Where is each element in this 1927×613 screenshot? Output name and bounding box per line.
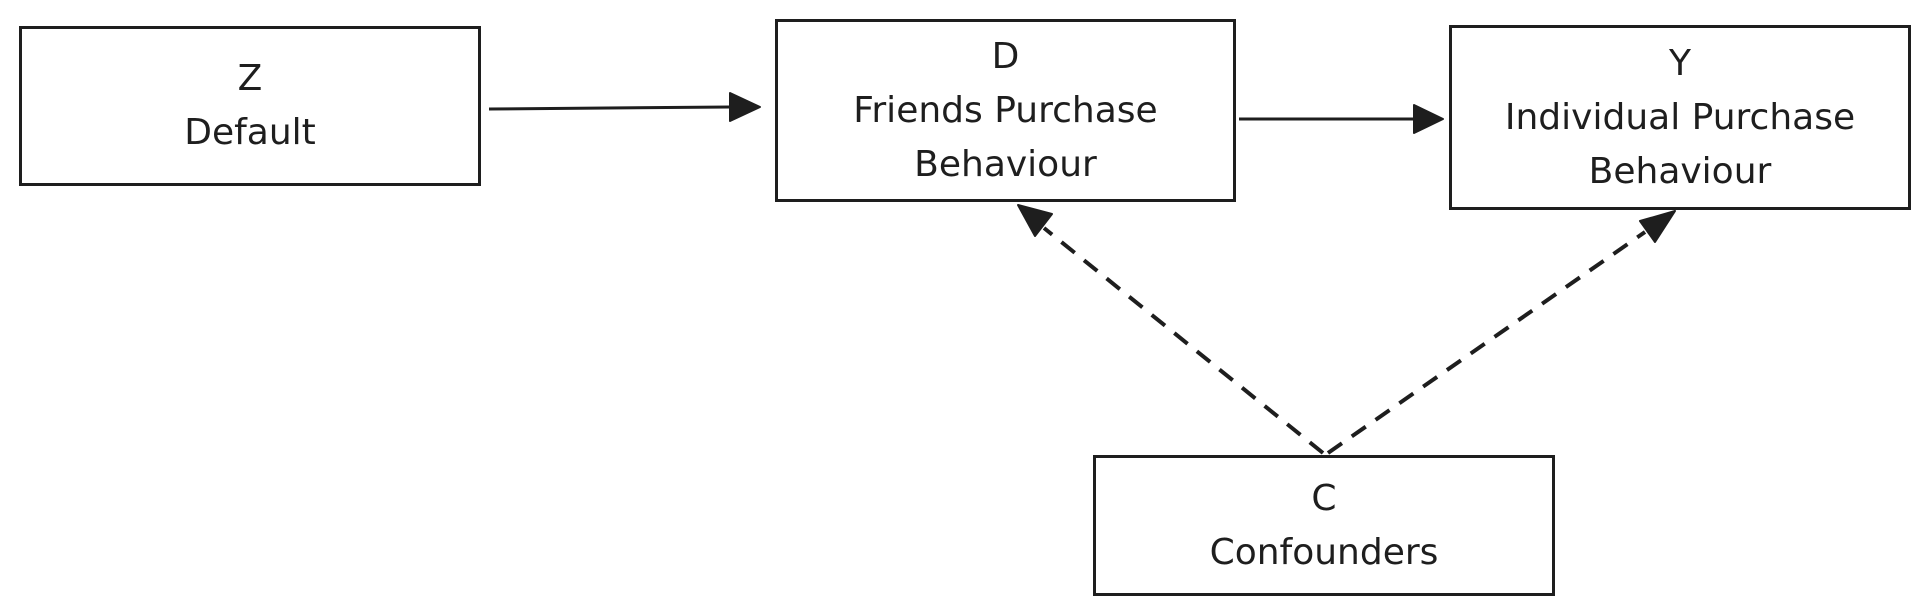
- node-z-label: Default: [184, 112, 316, 153]
- node-d-symbol: D: [991, 35, 1020, 77]
- node-c-label: Confounders: [1209, 531, 1439, 573]
- node-y-symbol: Y: [1669, 42, 1691, 84]
- edge-z-to-d: [488, 92, 761, 122]
- node-z-default: Z Default: [19, 26, 481, 186]
- node-d-friends-purchase-behaviour: D Friends Purchase Behaviour: [775, 19, 1236, 202]
- node-d-label: Friends Purchase Behaviour: [853, 89, 1158, 185]
- arrowhead-c-to-d: [1017, 204, 1053, 237]
- node-c-confounders: C Confounders: [1093, 455, 1555, 596]
- edge-c-to-d: [1017, 204, 1325, 455]
- edge-d-to-y: [1239, 104, 1444, 134]
- arrowhead-z-to-d: [729, 92, 761, 122]
- arrowhead-d-to-y: [1413, 104, 1444, 134]
- node-y-label: Individual Purchase Behaviour: [1504, 96, 1856, 192]
- edge-c-to-y: [1326, 210, 1676, 455]
- node-y-individual-purchase-behaviour: Y Individual Purchase Behaviour: [1449, 25, 1911, 210]
- node-z-symbol: Z: [237, 58, 263, 99]
- node-c-symbol: C: [1311, 477, 1337, 519]
- arrowhead-c-to-y: [1639, 210, 1676, 243]
